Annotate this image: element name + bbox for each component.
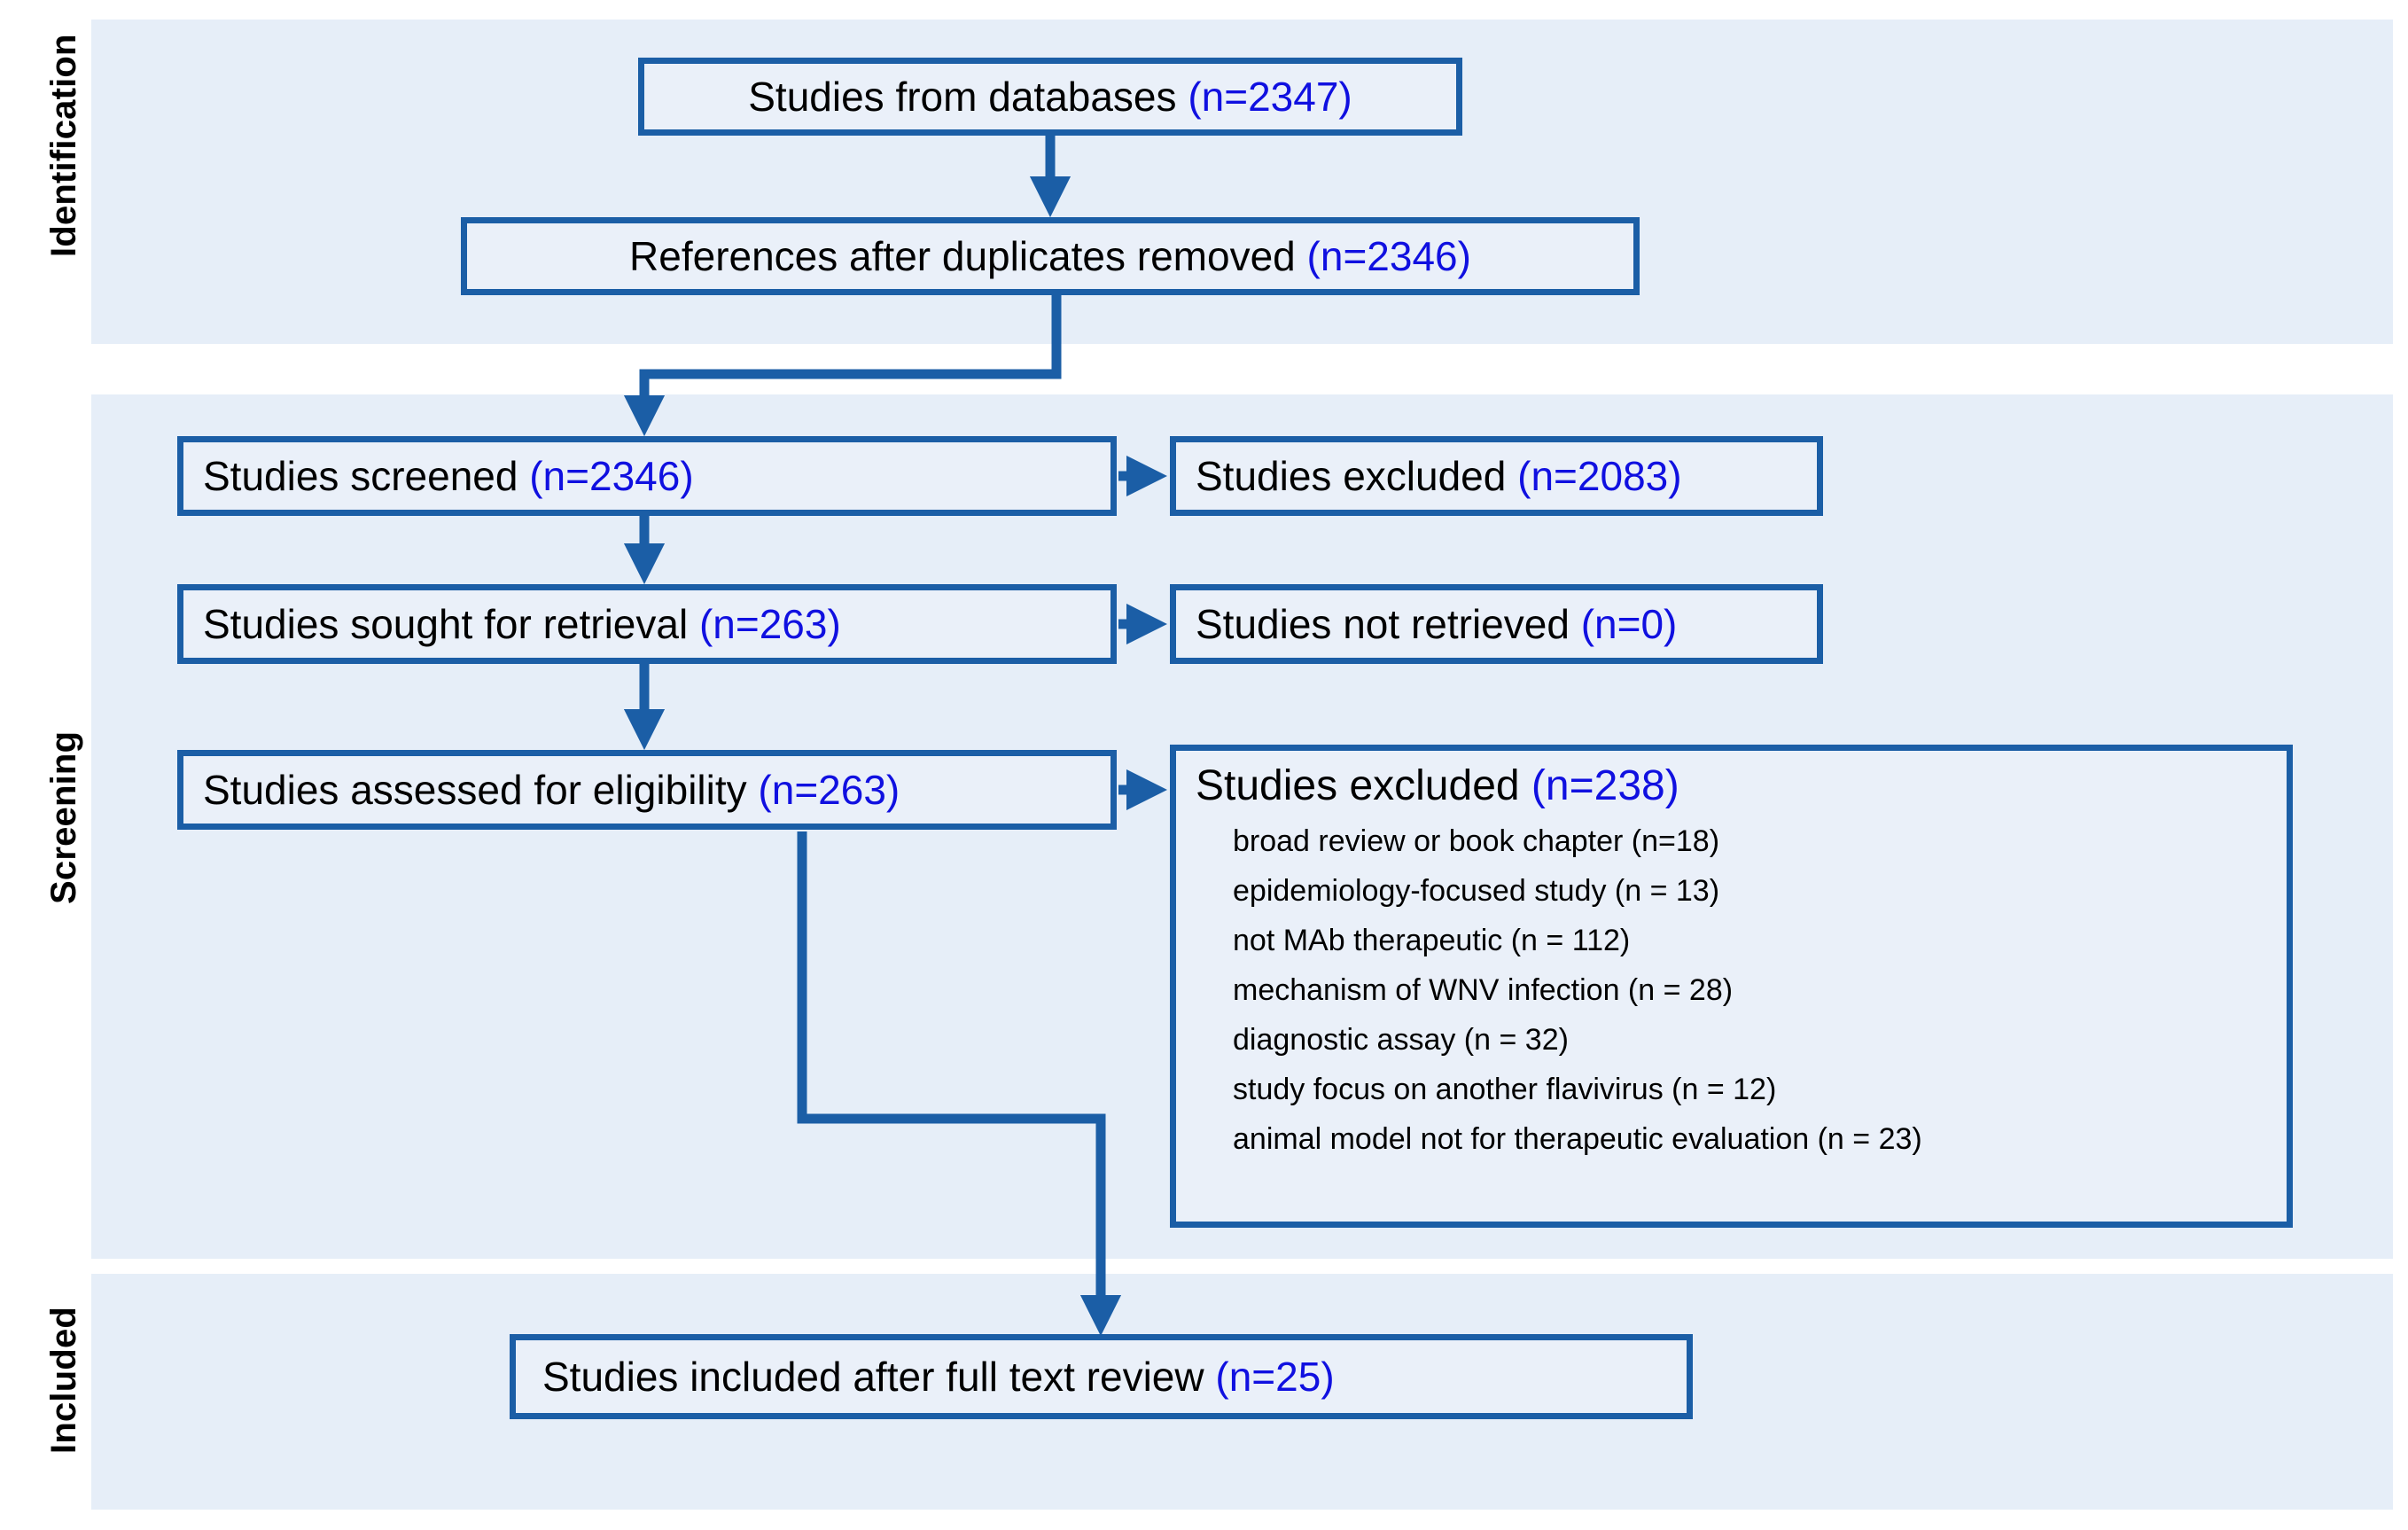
phase-label-included: Included	[44, 1306, 83, 1454]
reason-item: study focus on another flavivirus (n = 1…	[1233, 1072, 1777, 1106]
node-studies-not-retrieved: Studies not retrieved (n=0)	[1170, 584, 1823, 664]
node-studies-screened: Studies screened (n=2346)	[177, 436, 1117, 516]
node-studies-excluded-reasons: Studies excluded (n=238) broad review or…	[1170, 745, 2293, 1228]
node-studies-assessed-for-eligibility: Studies assessed for eligibility (n=263)	[177, 750, 1117, 830]
node-studies-sought-for-retrieval: Studies sought for retrieval (n=263)	[177, 584, 1117, 664]
reason-item: diagnostic assay (n = 32)	[1233, 1022, 1569, 1057]
node-duplicates-text: References after duplicates removed (n=2…	[629, 232, 1471, 279]
node-screened-count: (n=2346)	[529, 452, 694, 499]
node-references-after-duplicates-removed: References after duplicates removed (n=2…	[461, 217, 1640, 295]
node-studies-from-databases: Studies from databases (n=2347)	[638, 58, 1462, 136]
node-databases-text: Studies from databases (n=2347)	[748, 73, 1352, 120]
node-eligibility-count: (n=263)	[758, 766, 900, 813]
node-studies-included-after-full-text-review: Studies included after full text review …	[510, 1334, 1693, 1419]
node-sought-text: Studies sought for retrieval (n=263)	[203, 600, 841, 647]
reasons-panel-count: (n=238)	[1531, 762, 1679, 809]
reasons-list: broad review or book chapter (n=18) epide…	[1196, 826, 2287, 1154]
reason-item: broad review or book chapter (n=18)	[1233, 824, 1720, 858]
node-eligibility-text: Studies assessed for eligibility (n=263)	[203, 766, 900, 813]
reason-item: mechanism of WNV infection (n = 28)	[1233, 972, 1734, 1007]
node-studies-excluded: Studies excluded (n=2083)	[1170, 436, 1823, 516]
phase-label-identification: Identification	[44, 34, 83, 257]
node-included-count: (n=25)	[1215, 1353, 1335, 1400]
node-screened-text: Studies screened (n=2346)	[203, 452, 694, 499]
node-excluded1-text: Studies excluded (n=2083)	[1196, 452, 1682, 499]
reason-item: not MAb therapeutic (n = 112)	[1233, 923, 1631, 957]
node-duplicates-count: (n=2346)	[1306, 232, 1471, 279]
node-databases-count: (n=2347)	[1188, 73, 1352, 120]
reason-item: animal model not for therapeutic evaluat…	[1233, 1121, 1922, 1156]
node-excluded1-count: (n=2083)	[1517, 452, 1682, 499]
node-sought-count: (n=263)	[698, 600, 841, 647]
node-notretrieved-text: Studies not retrieved (n=0)	[1196, 600, 1678, 647]
node-included-text: Studies included after full text review …	[542, 1353, 1335, 1400]
node-notretrieved-count: (n=0)	[1580, 600, 1678, 647]
reason-item: epidemiology-focused study (n = 13)	[1233, 873, 1720, 908]
phase-label-screening: Screening	[44, 730, 83, 904]
reasons-panel-title: Studies excluded (n=238)	[1196, 762, 1679, 809]
